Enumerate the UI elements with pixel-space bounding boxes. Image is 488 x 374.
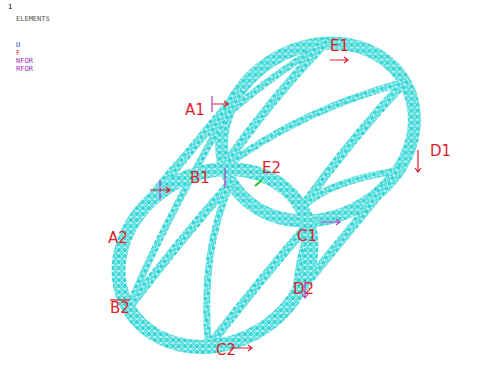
- callout-label: D2: [293, 281, 314, 298]
- legend-text: U: [16, 42, 20, 50]
- legend-text: NFOR: [16, 58, 33, 66]
- lattice: [86, 8, 447, 374]
- load-arrows: [110, 57, 421, 351]
- legend-text: F: [16, 50, 20, 58]
- legend-text: 1: [8, 4, 12, 12]
- callout-label: E2: [262, 160, 281, 177]
- callout-label: B2: [110, 300, 130, 317]
- callout-label: A1: [185, 102, 205, 119]
- legend-text: RFOR: [16, 66, 33, 74]
- callout-label: E1: [330, 38, 349, 55]
- callout-label: D1: [430, 143, 451, 160]
- callout-label: B1: [190, 170, 210, 187]
- callout-label: C1: [297, 228, 317, 245]
- legend-text: ELEMENTS: [16, 16, 50, 24]
- callout-label: C2: [216, 342, 236, 359]
- callout-label: A2: [108, 230, 128, 247]
